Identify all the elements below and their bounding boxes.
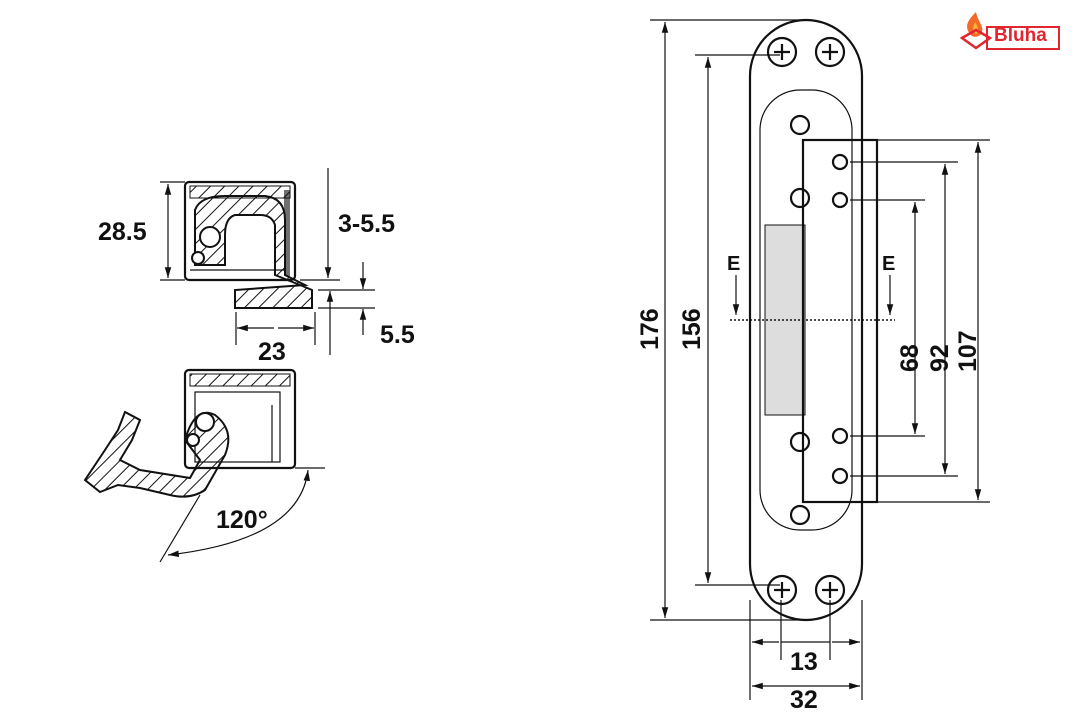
section-label-left: E: [727, 253, 740, 275]
dim-width: 23: [258, 338, 286, 366]
flame-icon: [959, 12, 993, 50]
dim-68: 68: [896, 344, 924, 372]
dim-height: 28.5: [98, 218, 147, 246]
front-view-dimensions: 176 156 68 92 107 13 32: [636, 19, 990, 714]
dim-107: 107: [954, 330, 982, 372]
logo-text: Bluha: [994, 25, 1047, 46]
dim-inner: 156: [678, 308, 706, 350]
dim-total: 176: [636, 308, 664, 350]
logo-frame: [986, 26, 1060, 50]
section-label-right: E: [882, 253, 895, 275]
dim-angle: 120°: [216, 506, 268, 534]
brand-logo: Bluha: [958, 10, 1062, 52]
side-view-closed: [183, 180, 313, 309]
angle-dimension: 120°: [159, 467, 325, 563]
hinge-front-view: E E: [727, 18, 895, 622]
dim-13: 13: [790, 648, 818, 676]
screw-icons: [766, 36, 846, 606]
side-view-dimensions: 28.5 3-5.5 5.5 23: [98, 168, 415, 366]
side-view-open: [83, 368, 297, 498]
dim-32: 32: [790, 686, 818, 714]
dim-92: 92: [926, 344, 954, 372]
dim-adjust: 3-5.5: [338, 210, 395, 238]
dim-flange: 5.5: [380, 321, 415, 349]
